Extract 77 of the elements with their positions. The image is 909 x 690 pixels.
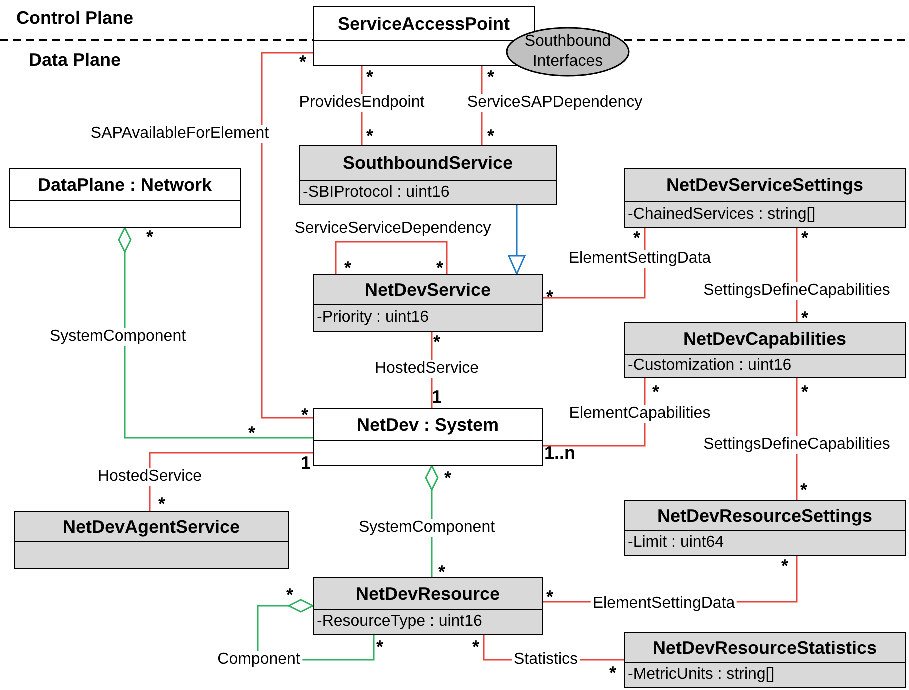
multiplicity: 1..n [544,444,576,462]
attribute-text: -Priority : uint16 [317,308,430,328]
association-line [261,52,313,419]
class-box [313,274,543,332]
class-name: DataPlane : Network [38,174,212,196]
multiplicity: 1 [301,454,311,472]
class-box [624,322,906,378]
edge-label: ElementSettingData [590,595,738,613]
multiplicity: * [434,333,440,351]
aggregation-line [118,227,313,439]
edge-label: SettingsDefineCapabilities [702,436,892,454]
class-box [624,168,906,228]
class-name: NetDev : System [356,414,500,436]
multiplicity: * [158,495,166,513]
edge-label: SAPAvailableForElement [88,125,272,143]
generalization-arrow [508,205,526,275]
class-name: NetDevAgentService [62,516,240,538]
plane-label: Control Plane [16,7,134,29]
multiplicity: * [286,586,294,604]
multiplicity: * [438,563,446,581]
multiplicity: 1 [432,388,442,406]
class-box [299,145,557,205]
attribute-text: -ResourceType : uint16 [317,612,482,632]
class-box [313,408,543,466]
edge-label: ServiceSAPDependency [465,94,645,112]
multiplicity: * [782,557,788,575]
multiplicity: * [436,259,444,277]
class-name: NetDevResource [356,582,500,604]
class-box [624,632,906,688]
multiplicity: * [344,259,352,277]
attribute-text: -ChainedServices : string[] [628,204,816,224]
multiplicity: * [546,588,554,606]
class-name: SouthboundService [342,152,513,174]
class-name: NetDevCapabilities [683,328,847,350]
class-name: NetDevService [364,278,492,300]
interface-label: Southbound Interfaces [524,32,612,72]
multiplicity: * [610,664,616,682]
multiplicity: * [652,383,660,401]
multiplicity: * [634,229,640,247]
edge-label: SettingsDefineCapabilities [702,282,892,300]
multiplicity: * [366,68,374,86]
multiplicity: * [546,288,554,306]
multiplicity: * [472,638,480,656]
class-box [14,511,289,569]
class-name: NetDevResourceStatistics [652,636,878,658]
association-line [149,452,313,511]
association-line [335,241,448,274]
attribute-text: -Customization : uint16 [628,356,792,376]
multiplicity: * [444,469,452,487]
class-name: NetDevServiceSettings [666,174,864,196]
association-line [543,228,646,299]
multiplicity: * [802,309,808,327]
multiplicity: * [366,127,374,145]
multiplicity: * [488,68,494,86]
association-line [543,378,646,447]
multiplicity: * [802,229,808,247]
attribute-text: -SBIProtocol : uint16 [303,182,450,202]
class-box [9,168,241,228]
multiplicity: * [800,481,808,499]
attribute-text: -MetricUnits : string[] [628,665,775,685]
class-name: ServiceAccessPoint [338,12,510,34]
multiplicity: * [376,638,384,656]
edge-label: SystemComponent [48,328,188,346]
class-box [624,500,906,556]
multiplicity: * [802,383,808,401]
edge-label: SystemComponent [356,519,498,537]
multiplicity: * [488,127,494,145]
multiplicity: * [248,424,256,442]
class-box [313,577,543,635]
multiplicity: * [300,53,306,71]
attribute-text: -Limit : uint64 [628,533,724,553]
class-name: NetDevResourceSettings [657,504,873,526]
edge-label: ServiceServiceDependency [292,220,494,238]
edge-label: Component [216,651,302,669]
multiplicity: * [302,406,308,424]
multiplicity: * [146,228,154,246]
plane-label: Data Plane [28,49,122,71]
